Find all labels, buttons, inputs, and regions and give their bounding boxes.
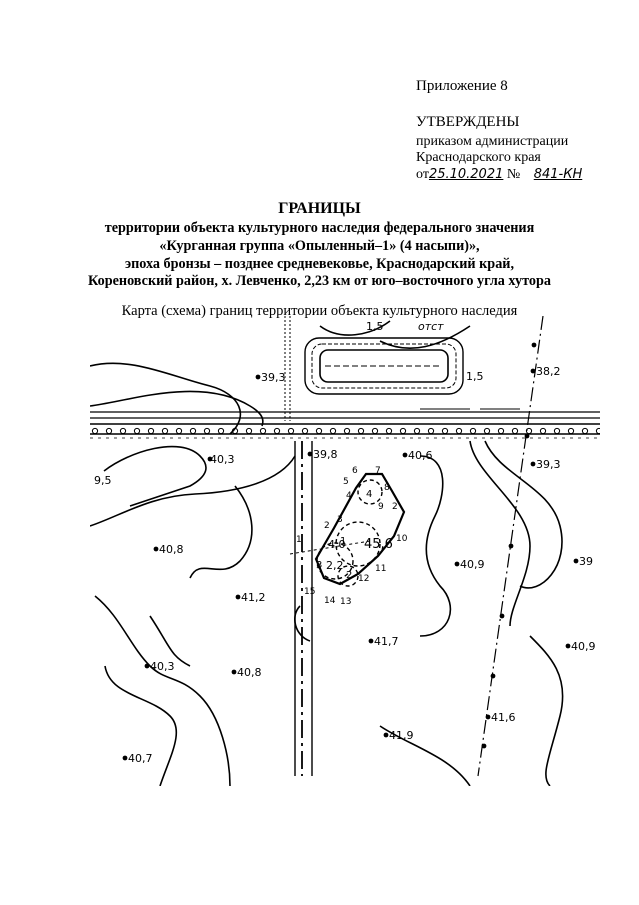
elevation-40-6: 40,6 bbox=[408, 449, 433, 462]
survey-points bbox=[122, 342, 579, 761]
mound-circles bbox=[316, 479, 383, 587]
boundary-point-numbers: 1 2 3 4 5 6 7 8 9 2 10 11 12 13 14 15 bbox=[296, 466, 408, 607]
point-2: 2 bbox=[324, 521, 330, 531]
elevation-39-3-east: 39,3 bbox=[536, 458, 561, 471]
elevation-41-6: 41,6 bbox=[491, 711, 516, 724]
elevation-40-7: 40,7 bbox=[128, 752, 153, 765]
mound-height-2-2: 2,2 bbox=[326, 559, 344, 572]
elevation-40-8: 40,8 bbox=[159, 543, 184, 556]
mound-height-4-0: 4,0 bbox=[328, 538, 346, 551]
boundary-map: 39,3 38,2 39,8 40,6 39,3 40,3 9,5 40,8 4… bbox=[90, 316, 600, 786]
point-11: 11 bbox=[375, 564, 386, 574]
approved-org-text: Краснодарского края bbox=[416, 150, 541, 165]
road-rail bbox=[90, 408, 600, 439]
annex-label: Приложение 8 bbox=[416, 78, 508, 94]
approval-date-line: от25.10.2021 № 841-КН bbox=[416, 167, 582, 183]
point-3: 3 bbox=[337, 515, 343, 525]
offset-label-top: 1,5 bbox=[366, 320, 384, 333]
mound-height-45-6: 45,6 bbox=[364, 537, 393, 552]
elevation-labels: 39,3 38,2 39,8 40,6 39,3 40,3 9,5 40,8 4… bbox=[94, 365, 596, 765]
mound-4: 4 bbox=[366, 489, 372, 500]
approval-number: 841-КН bbox=[533, 167, 583, 182]
offset-label-side: 1,5 bbox=[466, 370, 484, 383]
number-prefix: № bbox=[506, 167, 521, 182]
mound-2: 2 bbox=[346, 570, 352, 581]
subtitle-line-3: эпоха бронзы – позднее средневековье, Кр… bbox=[124, 256, 515, 272]
point-13: 13 bbox=[340, 597, 351, 607]
elevation-40-9: 40,9 bbox=[460, 558, 485, 571]
point-6: 6 bbox=[352, 466, 358, 476]
approved-by-text: приказом администрации bbox=[416, 134, 569, 149]
approval-date: 25.10.2021 bbox=[428, 167, 504, 182]
map-labels: 1,5 отст 1,5 bbox=[366, 320, 484, 383]
point-14: 14 bbox=[324, 596, 336, 606]
document-title: ГРАНИЦЫ bbox=[278, 200, 361, 217]
point-9: 9 bbox=[378, 502, 384, 512]
elevation-40-3: 40,3 bbox=[210, 453, 235, 466]
mound-1: 1 bbox=[340, 536, 346, 547]
point-7: 7 bbox=[375, 466, 381, 476]
subtitle-line-2: «Курганная группа «Опыленный–1» (4 насып… bbox=[159, 238, 480, 254]
object-boundary bbox=[289, 472, 406, 587]
vertical-roads bbox=[284, 316, 544, 777]
point-12: 12 bbox=[358, 574, 369, 584]
subtitle-line-4: Кореновский район, х. Левченко, 2,23 км … bbox=[88, 273, 551, 289]
mound-3: 3 bbox=[316, 560, 322, 571]
subtitle-line-1: территории объекта культурного наследия … bbox=[104, 220, 535, 236]
elevation-40-9-east: 40,9 bbox=[571, 640, 596, 653]
elevation-38-2: 38,2 bbox=[536, 365, 561, 378]
point-15: 15 bbox=[304, 587, 315, 597]
elevation-39: 39 bbox=[579, 555, 593, 568]
point-10: 10 bbox=[396, 534, 408, 544]
point-4: 4 bbox=[346, 491, 352, 501]
approved-label: УТВЕРЖДЕНЫ bbox=[416, 114, 520, 130]
elevation-40-3-west: 40,3 bbox=[150, 660, 175, 673]
elevation-9-5: 9,5 bbox=[94, 474, 112, 487]
elevation-40-8-west: 40,8 bbox=[237, 666, 262, 679]
point-8: 8 bbox=[384, 483, 390, 493]
elevation-41-7: 41,7 bbox=[374, 635, 399, 648]
offset-label-otst: отст bbox=[418, 320, 444, 333]
elevation-41-2: 41,2 bbox=[241, 591, 266, 604]
point-5: 5 bbox=[343, 477, 349, 487]
contour-lines bbox=[90, 320, 564, 786]
point-1: 1 bbox=[296, 535, 302, 545]
settlement-block bbox=[304, 337, 464, 395]
elevation-41-9: 41,9 bbox=[389, 729, 414, 742]
map-caption: Карта (схема) границ территории объекта … bbox=[121, 303, 518, 319]
point-2b: 2 bbox=[392, 502, 398, 512]
mound-labels: 4 1 2 3 2,2 4,0 45,6 bbox=[316, 489, 393, 581]
elevation-39-3: 39,3 bbox=[261, 371, 286, 384]
date-prefix: от bbox=[416, 167, 429, 182]
elevation-39-8: 39,8 bbox=[313, 448, 338, 461]
